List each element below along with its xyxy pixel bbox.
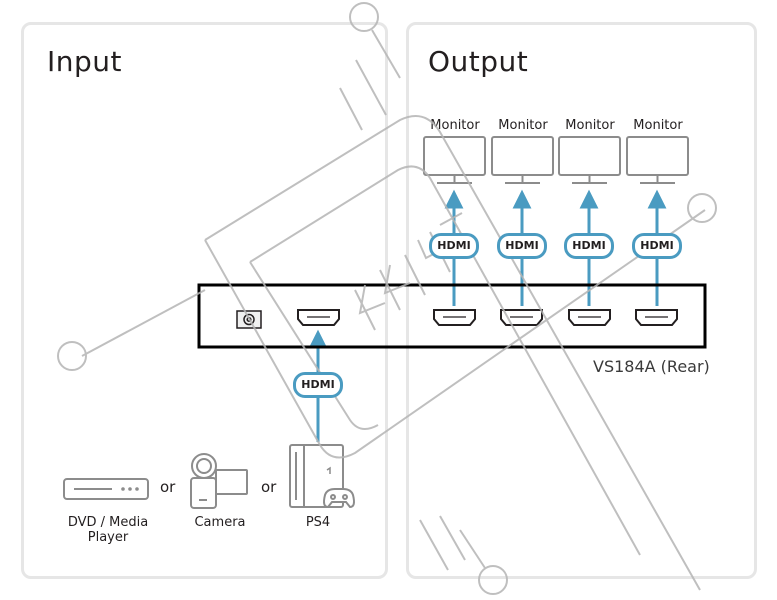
monitors <box>423 136 689 184</box>
monitor-label-4: Monitor <box>633 118 683 133</box>
input-panel <box>21 22 388 579</box>
or-separator-2: or <box>261 478 277 496</box>
vs184a-device <box>197 283 707 349</box>
hdmi-cable-label-3: HDMI <box>564 233 614 259</box>
monitor-label-2: Monitor <box>498 118 548 133</box>
monitor-icon <box>558 136 621 184</box>
monitor-icon <box>491 136 554 184</box>
hdmi-port-icon <box>433 309 476 326</box>
watermark <box>57 2 717 595</box>
arrow-up-icon <box>444 189 464 209</box>
output-title: Output <box>428 45 529 78</box>
arrow-up-icon <box>512 189 532 209</box>
or-separator-1: or <box>160 478 176 496</box>
dvd-player-icon <box>63 478 149 500</box>
hdmi-ports <box>297 309 678 326</box>
arrow-up-icon <box>308 329 328 349</box>
arrow-up-icon <box>647 189 667 209</box>
device-label-camera: Camera <box>194 515 246 530</box>
hdmi-port-icon <box>297 309 340 326</box>
hdmi-cable-label-input: HDMI <box>293 372 343 398</box>
device-label-ps4: PS4 <box>305 515 331 530</box>
monitor-icon <box>626 136 689 184</box>
device-label-dvd: DVD / Media Player <box>67 515 149 545</box>
hdmi-cable-label-4: HDMI <box>632 233 682 259</box>
monitor-label-1: Monitor <box>430 118 480 133</box>
input-title: Input <box>47 45 123 78</box>
arrow-up-icon <box>579 189 599 209</box>
monitor-icon <box>423 136 486 184</box>
hdmi-cable-label-2: HDMI <box>497 233 547 259</box>
hdmi-port-icon <box>635 309 678 326</box>
camera-icon <box>190 453 248 509</box>
model-label: VS184A (Rear) <box>593 357 710 376</box>
monitor-label-3: Monitor <box>565 118 615 133</box>
hdmi-cable-label-1: HDMI <box>429 233 479 259</box>
output-panel <box>406 22 757 579</box>
hdmi-port-icon <box>568 309 611 326</box>
ps4-console-icon <box>289 444 355 509</box>
